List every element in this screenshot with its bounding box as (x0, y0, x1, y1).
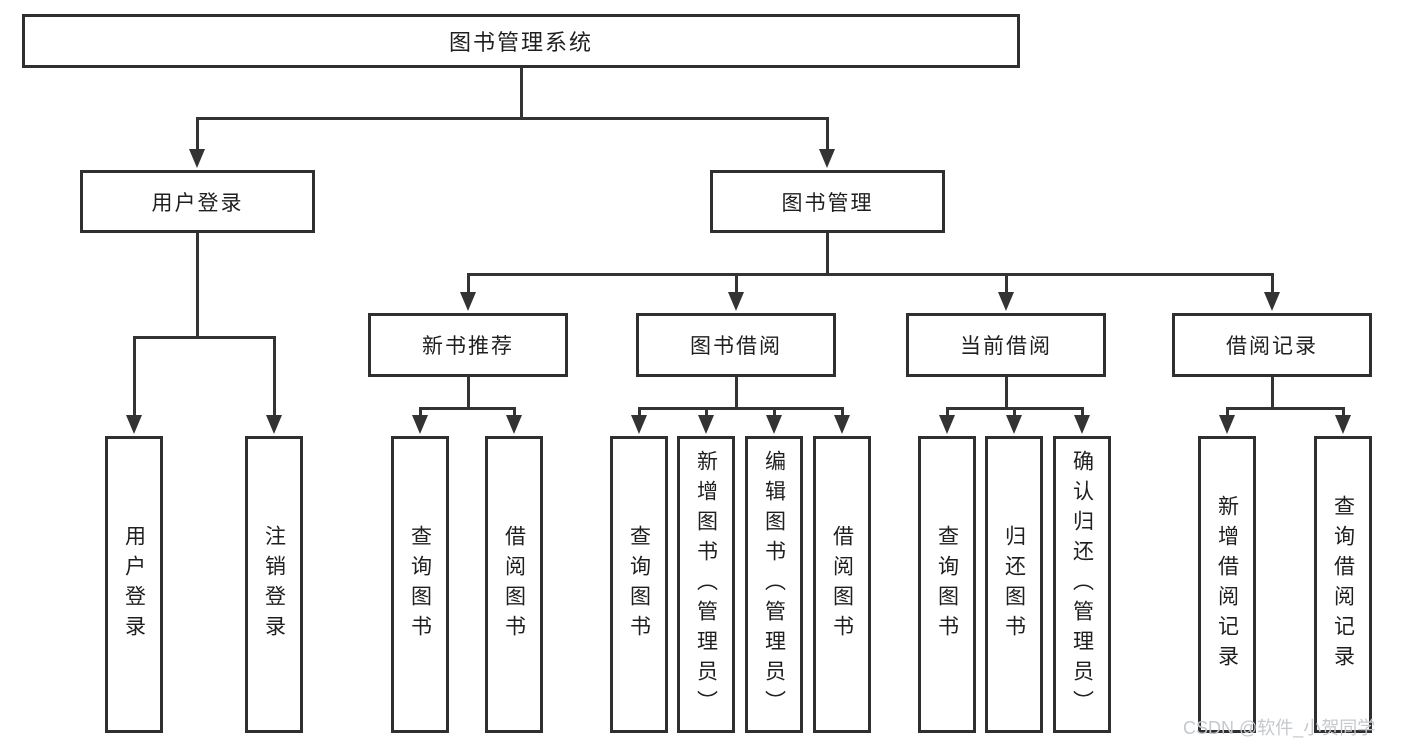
connector-line (772, 407, 776, 415)
arrowhead-icon (412, 415, 428, 434)
connector-line (132, 336, 136, 415)
connector-line (419, 407, 516, 410)
connector-line (466, 273, 470, 292)
arrowhead-icon (266, 415, 282, 434)
connector-line (467, 273, 1274, 276)
leaf-query-books-borrowing: 查询图书 (610, 436, 668, 733)
connector-line (466, 377, 470, 407)
connector-line (704, 407, 708, 415)
arrowhead-icon (631, 415, 647, 434)
leaf-query-books-recommend: 查询图书 (391, 436, 449, 733)
connector-line (133, 336, 276, 339)
csdn-watermark: CSDN @软件_小贺同学 (1183, 718, 1376, 738)
leaf-confirm-return-admin: 确认归还（管理员） (1053, 436, 1111, 733)
connector-line (195, 117, 199, 149)
connector-line (1341, 407, 1345, 415)
connector-line (196, 117, 829, 120)
arrowhead-icon (939, 415, 955, 434)
leaf-add-book-admin: 新增图书（管理员） (677, 436, 735, 733)
node-current-borrowing: 当前借阅 (906, 313, 1106, 377)
connector-line (734, 377, 738, 407)
connector-line (637, 407, 641, 415)
connector-line (519, 68, 523, 117)
node-user-login: 用户登录 (80, 170, 315, 233)
arrowhead-icon (189, 149, 205, 168)
connector-line (825, 233, 829, 273)
leaf-borrow-books-borrowing: 借阅图书 (813, 436, 871, 733)
arrowhead-icon (460, 292, 476, 311)
leaf-query-books-current: 查询图书 (918, 436, 976, 733)
connector-line (734, 273, 738, 292)
leaf-query-borrow-record: 查询借阅记录 (1314, 436, 1372, 733)
leaf-logout: 注销登录 (245, 436, 303, 733)
leaf-borrow-books-recommend: 借阅图书 (485, 436, 543, 733)
node-borrowing-records: 借阅记录 (1172, 313, 1372, 377)
leaf-edit-book-admin: 编辑图书（管理员） (745, 436, 803, 733)
connector-line (1225, 407, 1229, 415)
node-new-book-recommendation: 新书推荐 (368, 313, 568, 377)
arrowhead-icon (506, 415, 522, 434)
leaf-user-login: 用户登录 (105, 436, 163, 733)
node-book-management: 图书管理 (710, 170, 945, 233)
connector-line (418, 407, 422, 415)
connector-line (1012, 407, 1016, 415)
connector-line (1270, 377, 1274, 407)
connector-line (945, 407, 949, 415)
connector-line (512, 407, 516, 415)
leaf-return-books: 归还图书 (985, 436, 1043, 733)
arrowhead-icon (819, 149, 835, 168)
leaf-add-borrow-record: 新增借阅记录 (1198, 436, 1256, 733)
arrowhead-icon (834, 415, 850, 434)
arrowhead-icon (126, 415, 142, 434)
connector-line (1004, 273, 1008, 292)
connector-line (638, 407, 844, 410)
connector-line (1270, 273, 1274, 292)
connector-line (840, 407, 844, 415)
arrowhead-icon (728, 292, 744, 311)
connector-line (195, 233, 199, 336)
node-book-borrowing: 图书借阅 (636, 313, 836, 377)
arrowhead-icon (1335, 415, 1351, 434)
arrowhead-icon (1006, 415, 1022, 434)
connector-line (1004, 377, 1008, 407)
connector-line (1226, 407, 1345, 410)
arrowhead-icon (698, 415, 714, 434)
connector-line (825, 117, 829, 149)
arrowhead-icon (1264, 292, 1280, 311)
connector-line (272, 336, 276, 415)
arrowhead-icon (998, 292, 1014, 311)
arrowhead-icon (1219, 415, 1235, 434)
arrowhead-icon (766, 415, 782, 434)
connector-line (1080, 407, 1084, 415)
node-library-management-system: 图书管理系统 (22, 14, 1020, 68)
arrowhead-icon (1074, 415, 1090, 434)
